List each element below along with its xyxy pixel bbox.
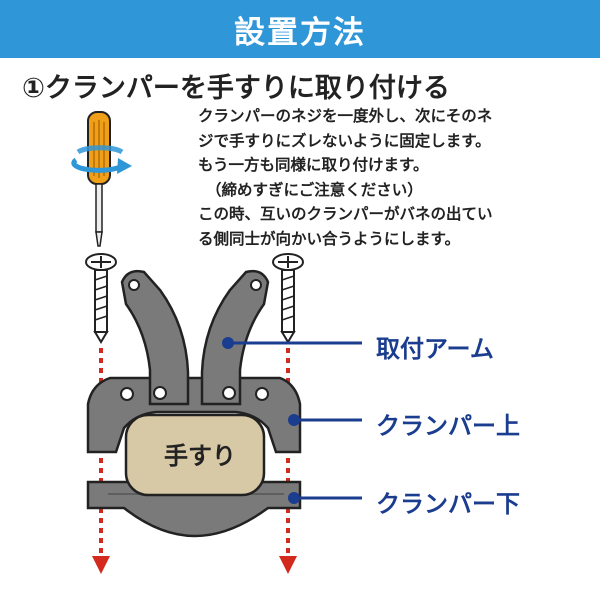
clamp-upper	[86, 376, 302, 454]
callout-arm: 取付アーム	[376, 335, 494, 363]
instruction-line: ジで手すりにズレないように固定します。	[198, 131, 491, 150]
handrail	[124, 413, 266, 497]
leader-line-arm	[222, 337, 362, 349]
callout-clamp-upper: クランパー上	[376, 412, 520, 440]
screwdriver-icon	[87, 111, 111, 247]
leader-line-clamp-upper	[288, 414, 362, 426]
screw-icon	[272, 253, 304, 344]
mounting-arm-right	[200, 269, 270, 406]
banner-title: 設置方法	[234, 14, 366, 51]
instruction-line: この時、互いのクランパーがバネの出てい	[198, 205, 493, 223]
handrail-label: 手すり	[164, 442, 236, 470]
instruction-line: クランパーのネジを一度外し、次にそのネ	[198, 107, 493, 125]
down-arrow-icon	[279, 348, 297, 574]
instruction-line: る側同士が向かい合うようにします。	[198, 229, 460, 248]
screw-icon	[85, 253, 117, 344]
instructions: クランパーのネジを一度外し、次にそのネ ジで手すりにズレないように固定します。 …	[198, 104, 590, 251]
step-title: ①クランパーを手すりに取り付ける	[22, 73, 450, 104]
mounting-arm-left	[120, 269, 190, 406]
down-arrow-icon	[92, 348, 110, 574]
leader-line-clamp-lower	[288, 492, 362, 504]
rotate-arrow-icon	[71, 145, 132, 174]
header-banner: 設置方法	[0, 0, 600, 58]
instruction-line: （締めすぎにご注意ください）	[206, 180, 423, 199]
callout-clamp-lower: クランパー下	[376, 490, 520, 518]
instruction-line: もう一方も同様に取り付けます。	[198, 156, 429, 174]
